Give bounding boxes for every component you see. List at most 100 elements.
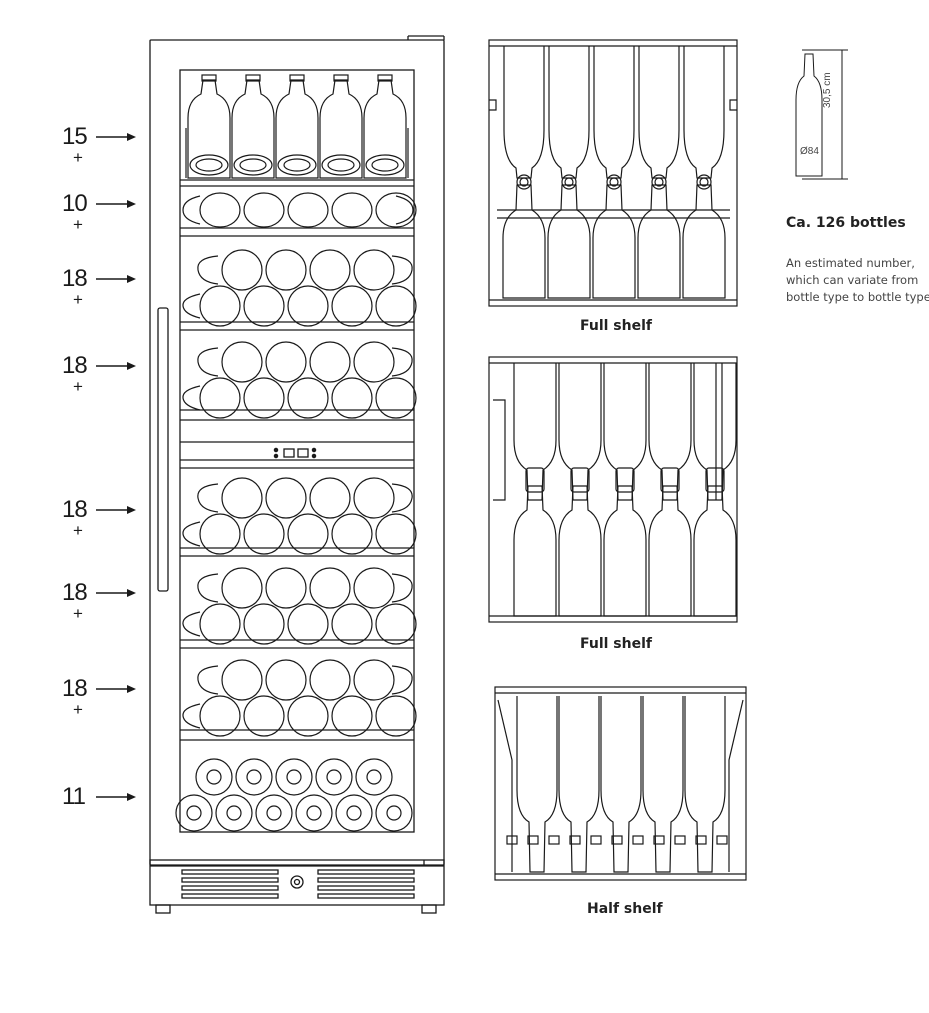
bottle-bottom-front-row <box>331 695 373 737</box>
shelf-count-arrows <box>96 133 136 801</box>
top-shelf-bottle-base <box>277 154 317 176</box>
bottle-bottom-front-row <box>243 513 285 555</box>
full-shelf-1-bottle-cap-inner <box>519 177 529 187</box>
full-shelf-1-bottle-cap-inner <box>564 177 574 187</box>
full-shelf-2-bottom-bottle <box>693 485 737 617</box>
count-arrow-head <box>127 589 136 597</box>
bottle-neck-right <box>391 255 413 285</box>
bottle-bottom-front-row <box>287 377 329 419</box>
shelf2-bottle-bottom <box>287 192 329 228</box>
cabinet-front-view <box>149 35 445 914</box>
full-shelf-1-side-tab <box>489 99 497 111</box>
full-shelf-1-bottle-cap-inner <box>699 177 709 187</box>
bottom-shelf-bottle-punt <box>266 805 282 821</box>
control-button <box>311 447 317 453</box>
shelf-count-plus: + <box>73 290 83 309</box>
count-arrow-head <box>127 362 136 370</box>
top-shelf-bottle-base <box>189 154 229 176</box>
full-shelf-1-front-bottle <box>547 184 591 299</box>
bottle-bottom-back-row <box>265 249 307 291</box>
full-shelf-1-front-bottle <box>637 184 681 299</box>
bottom-shelf-bottle-punt <box>246 769 262 785</box>
control-display-2 <box>297 448 309 458</box>
shelf2-bottle-bottom <box>331 192 373 228</box>
shelf-count-value: 11 <box>62 783 86 810</box>
top-shelf-bottle-punt <box>327 158 355 172</box>
bottle-bottom-front-row <box>243 285 285 327</box>
control-button <box>273 453 279 459</box>
top-shelf-bottle <box>275 79 319 179</box>
bottom-shelf-bottle-punt <box>346 805 362 821</box>
full-shelf-1-frame <box>488 39 738 307</box>
bottle-bottom-back-row <box>265 567 307 609</box>
bottle-bottom-front-row <box>243 695 285 737</box>
full-shelf-2-top-bottle <box>603 363 647 501</box>
bottom-shelf-bottle-bottom-row <box>255 794 293 832</box>
full-shelf-1-bottle-cap <box>651 174 667 190</box>
full-shelf-2-neck-clip <box>570 467 590 493</box>
full-shelf-2-neck-clip <box>660 467 680 493</box>
shelf-bottle-rows <box>175 74 417 832</box>
foot-right <box>421 904 437 914</box>
bottle-bottom-back-row <box>309 249 351 291</box>
count-arrow-head <box>127 506 136 514</box>
full-shelf-2-bottom-bottle <box>603 485 647 617</box>
bottom-shelf-bottle-punt <box>226 805 242 821</box>
bottom-shelf-bottle-punt <box>386 805 402 821</box>
shelf2-bottle-bottom <box>243 192 285 228</box>
half-shelf-bottle <box>642 696 684 873</box>
top-shelf-bottle-cap <box>289 74 305 82</box>
half-shelf-frame <box>494 686 747 881</box>
full-shelf-2-bottom-bottle <box>648 485 692 617</box>
control-button <box>311 453 317 459</box>
top-shelf-bottle-cap <box>333 74 349 82</box>
shelf-count-value: 18 <box>62 352 88 379</box>
bottle-bottom-back-row <box>309 477 351 519</box>
bottom-shelf-bottle-bottom-row <box>295 794 333 832</box>
bottle-neck-left <box>197 255 219 285</box>
count-arrow-head <box>127 793 136 801</box>
bottle-bottom-front-row <box>287 285 329 327</box>
bottle-bottom-back-row <box>309 341 351 383</box>
bottom-shelf-bottle-top-row <box>355 758 393 796</box>
caption-full-shelf-2: Full shelf <box>580 636 652 652</box>
vent-slot-right <box>317 877 415 883</box>
control-button <box>273 447 279 453</box>
full-shelf-2-top-bottle <box>693 363 737 501</box>
count-arrow-head <box>127 275 136 283</box>
half-shelf-neck-slot <box>695 835 707 845</box>
bottle-bottom-back-row <box>265 477 307 519</box>
shelf-count-value: 15 <box>62 123 88 150</box>
full-shelf-1-bottle-cap <box>561 174 577 190</box>
bottle-bottom-back-row <box>309 659 351 701</box>
bottle-bottom-back-row <box>221 659 263 701</box>
bottle-bottom-back-row <box>265 659 307 701</box>
top-shelf-bottle-punt <box>239 158 267 172</box>
bottle-bottom-front-row <box>287 695 329 737</box>
half-shelf-bottle <box>516 696 558 873</box>
caption-full-shelf-1: Full shelf <box>580 318 652 334</box>
bottle-bottom-back-row <box>221 249 263 291</box>
half-shelf-neck-slot <box>590 835 602 845</box>
shelf-count-plus: + <box>73 604 83 623</box>
bottom-shelf-bottle-top-row <box>195 758 233 796</box>
top-shelf-bottle-cap <box>377 74 393 82</box>
full-shelf-1-back-bottle <box>638 46 680 179</box>
vent-slot-left <box>181 893 279 899</box>
bottle-neck-left <box>197 665 219 695</box>
full-shelf-2-side-bottle <box>493 399 506 501</box>
bottle-bottom-front-row <box>199 695 241 737</box>
full-shelf-1-back-bottle <box>683 46 725 179</box>
count-arrow-head <box>127 133 136 141</box>
cabinet-base <box>149 859 445 906</box>
bottle-neck-right <box>391 573 413 603</box>
bottom-shelf-bottle-bottom-row <box>375 794 413 832</box>
shelf-count-value: 18 <box>62 675 88 702</box>
shelf-count-plus: + <box>73 215 83 234</box>
bottle-bottom-front-row <box>331 377 373 419</box>
bottle-bottom-back-row <box>353 659 395 701</box>
top-shelf-bottle-punt <box>371 158 399 172</box>
bottom-shelf-bottle-punt <box>186 805 202 821</box>
shelf-count-value: 10 <box>62 190 88 217</box>
